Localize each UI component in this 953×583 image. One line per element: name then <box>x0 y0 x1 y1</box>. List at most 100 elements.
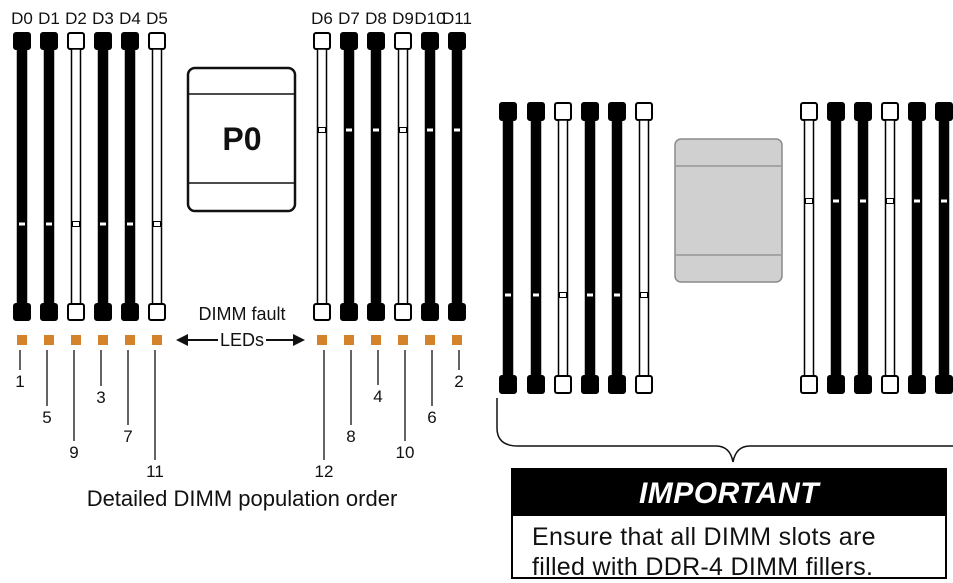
slot-top-latch <box>148 32 166 50</box>
slot-key <box>559 292 567 298</box>
slot-bottom-latch <box>67 303 85 321</box>
slot-bottom-latch <box>448 303 466 321</box>
fault-led <box>17 335 27 345</box>
slot-body <box>124 48 136 305</box>
slot-top-latch <box>67 32 85 50</box>
population-order-number: 5 <box>42 408 51 427</box>
slot-bottom-latch <box>581 375 599 394</box>
slot-top-latch <box>448 32 466 50</box>
slot-bottom-latch <box>394 303 412 321</box>
slot-body <box>97 48 109 305</box>
arrow-left-icon <box>176 334 188 346</box>
slot-body <box>397 48 409 305</box>
filler-slot-1 <box>527 102 545 394</box>
slot-label: D5 <box>146 9 168 28</box>
right-dimm-diagram <box>499 102 953 394</box>
filler-slot-8 <box>854 102 872 394</box>
filler-slot-4 <box>608 102 626 394</box>
slot-bottom-latch <box>827 375 845 394</box>
slot-label: D6 <box>311 9 333 28</box>
slot-top-latch <box>421 32 439 50</box>
slot-body <box>151 48 163 305</box>
slot-body <box>451 48 463 305</box>
important-line-1: Ensure that all DIMM slots are <box>532 523 876 551</box>
slot-top-latch <box>800 102 818 121</box>
slot-key <box>533 293 539 297</box>
filler-slot-9 <box>881 102 899 394</box>
population-caption: Detailed DIMM population order <box>87 486 398 511</box>
slot-bottom-latch <box>908 375 926 394</box>
population-order-number: 9 <box>69 443 78 462</box>
slot-top-latch <box>635 102 653 121</box>
important-notice: IMPORTANT Ensure that all DIMM slots are… <box>511 468 947 581</box>
population-order-number: 12 <box>315 462 334 481</box>
fault-led <box>398 335 408 345</box>
slot-key <box>805 198 813 204</box>
fault-led <box>44 335 54 345</box>
slot-bottom-latch <box>499 375 517 394</box>
population-order-number: 8 <box>346 427 355 446</box>
processor-label: P0 <box>222 121 261 157</box>
slot-label: D11 <box>442 9 472 28</box>
slot-body <box>502 119 514 377</box>
fault-led <box>125 335 135 345</box>
fault-led <box>317 335 327 345</box>
slot-top-latch <box>367 32 385 50</box>
important-line-2: filled with DDR-4 DIMM fillers. <box>532 553 874 581</box>
slot-key <box>19 222 25 226</box>
population-order-number: 6 <box>427 408 436 427</box>
slot-top-latch <box>40 32 58 50</box>
slot-body <box>70 48 82 305</box>
slot-bottom-latch <box>40 303 58 321</box>
slot-label: D3 <box>92 9 114 28</box>
slot-key <box>914 199 920 203</box>
slot-key <box>886 198 894 204</box>
filler-slot-11 <box>935 102 953 394</box>
slot-top-latch <box>13 32 31 50</box>
fault-led <box>371 335 381 345</box>
dimm-slot-d8: D8 4 <box>365 9 387 406</box>
slot-body <box>830 119 842 377</box>
slot-key <box>153 221 161 227</box>
slot-bottom-latch <box>121 303 139 321</box>
slot-body <box>316 48 328 305</box>
slot-key <box>640 292 648 298</box>
slot-key <box>399 127 407 133</box>
population-order-number: 1 <box>15 372 24 391</box>
filler-slot-6 <box>800 102 818 394</box>
slot-key <box>587 293 593 297</box>
fault-led <box>344 335 354 345</box>
population-order-number: 7 <box>123 427 132 446</box>
population-order-number: 2 <box>454 372 463 391</box>
dimm-slot-d4: D4 7 <box>119 9 141 446</box>
slot-bottom-latch <box>421 303 439 321</box>
slot-label: D4 <box>119 9 141 28</box>
filler-slot-7 <box>827 102 845 394</box>
slot-top-latch <box>581 102 599 121</box>
dimm-slot-d1: D15 <box>38 9 60 427</box>
filler-slot-2 <box>554 102 572 394</box>
population-order-number: 4 <box>373 387 382 406</box>
slot-body <box>530 119 542 377</box>
slot-body <box>16 48 28 305</box>
fault-led <box>152 335 162 345</box>
slot-label: D8 <box>365 9 387 28</box>
left-dimm-diagram: D01D15D29D33D47D511D612D78D84D910D106D11… <box>11 9 472 481</box>
slot-label: D0 <box>11 9 33 28</box>
slot-bottom-latch <box>148 303 166 321</box>
slot-body <box>638 119 650 377</box>
slot-top-latch <box>313 32 331 50</box>
slot-top-latch <box>340 32 358 50</box>
slot-bottom-latch <box>367 303 385 321</box>
slot-label: D10 <box>414 9 445 28</box>
slot-body <box>584 119 596 377</box>
dimm-slot-d2: D29 <box>65 9 87 462</box>
slot-top-latch <box>499 102 517 121</box>
important-title: IMPORTANT <box>513 470 945 516</box>
filler-slot-10 <box>908 102 926 394</box>
slot-key <box>373 128 379 132</box>
slot-body <box>803 119 815 377</box>
fault-led <box>452 335 462 345</box>
